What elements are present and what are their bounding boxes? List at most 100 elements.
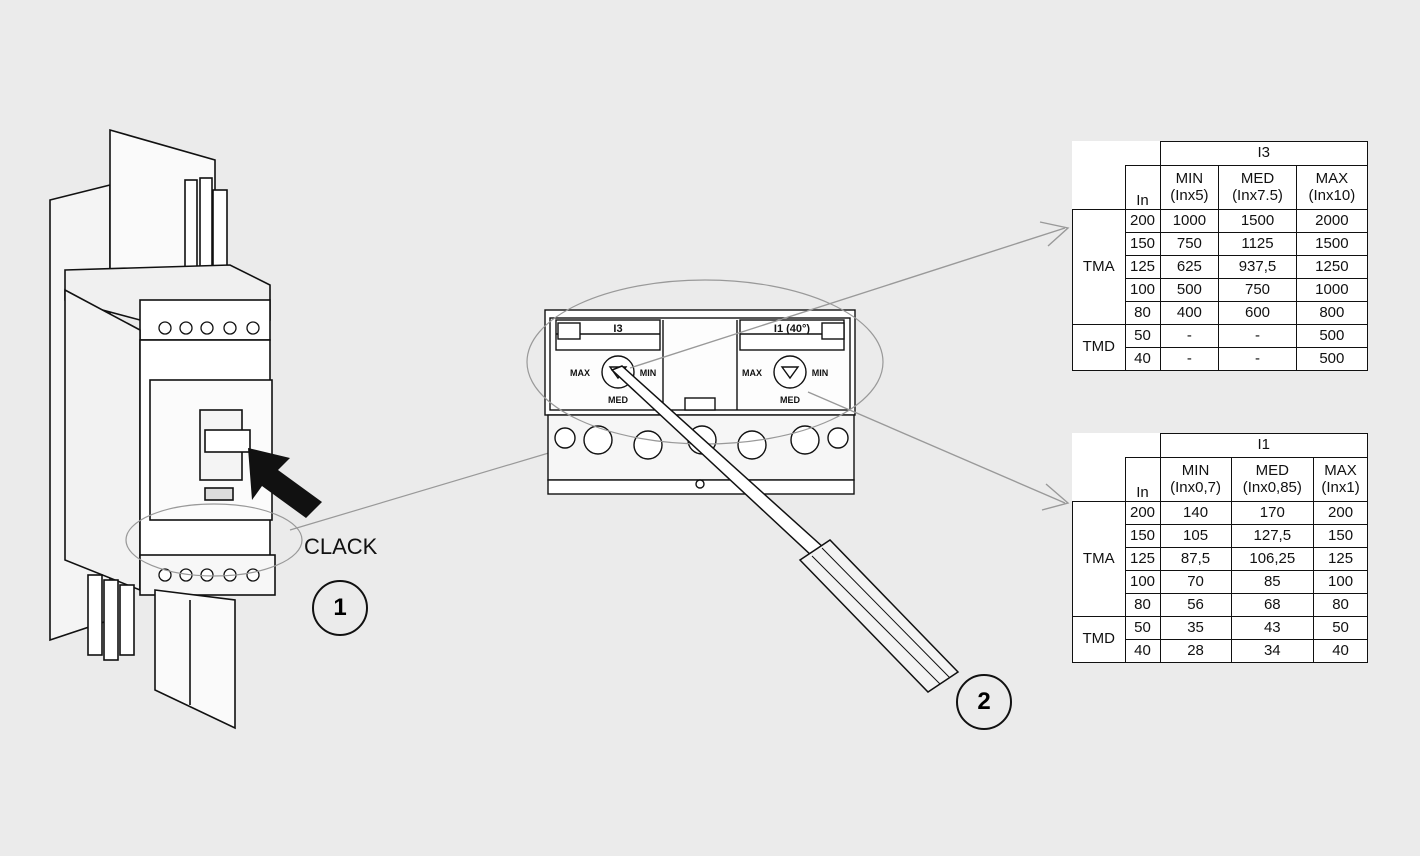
table-cell: [1073, 142, 1126, 166]
table-cell: 600: [1218, 301, 1297, 325]
table-cell: 50: [1124, 324, 1161, 348]
i1-col-med: MED(Inx0,85): [1230, 457, 1315, 502]
table-cell: 40: [1124, 639, 1161, 663]
table-cell: 50: [1124, 616, 1161, 640]
table-cell: [1073, 434, 1126, 458]
table-cell: 87,5: [1159, 547, 1232, 571]
i1-col-in: In: [1124, 457, 1161, 502]
table-cell: 100: [1124, 278, 1161, 302]
table-cell: 150: [1124, 232, 1161, 256]
table-cell: 40: [1124, 347, 1161, 371]
table-cell: 56: [1159, 593, 1232, 617]
table-cell: -: [1218, 324, 1297, 348]
i3-group-tmd: TMD: [1072, 324, 1126, 371]
dial-i3-title: I3: [613, 323, 622, 335]
i3-group-tma: TMA: [1072, 209, 1126, 325]
table-i1: I1 In MIN(Inx0,7) MED(Inx0,85) MAX(Inx1)…: [1072, 433, 1368, 663]
table-cell: 125: [1124, 255, 1161, 279]
table-cell: 40: [1313, 639, 1368, 663]
table-cell: 800: [1295, 301, 1369, 325]
table-row: 40--500: [1073, 347, 1369, 371]
i1-col-max: MAX(Inx1): [1313, 457, 1368, 502]
table-cell: 200: [1124, 501, 1161, 525]
table-cell: 80: [1124, 301, 1161, 325]
zoom-line-i1: [807, 391, 1066, 504]
i3-col-in: In: [1124, 165, 1161, 210]
table-cell: -: [1159, 347, 1220, 371]
table-cell: 625: [1159, 255, 1220, 279]
push-arrow-icon: [248, 448, 322, 518]
table-cell: 125: [1313, 547, 1368, 571]
zoom-arrow-i1-icon: [1041, 483, 1070, 511]
table-cell: 937,5: [1218, 255, 1297, 279]
table-cell: 100: [1124, 570, 1161, 594]
table-cell: 400: [1159, 301, 1220, 325]
step-1-badge: 1: [312, 580, 368, 636]
table-cell: 35: [1159, 616, 1232, 640]
table-cell: 750: [1218, 278, 1297, 302]
table-cell: 150: [1124, 524, 1161, 548]
table-cell: 85: [1230, 570, 1315, 594]
dial-i3-min: MIN: [640, 368, 657, 378]
table-cell: 1500: [1295, 232, 1369, 256]
table-cell: 2000: [1295, 209, 1369, 233]
i1-col-min: MIN(Inx0,7): [1159, 457, 1232, 502]
table-cell: 140: [1159, 501, 1232, 525]
table-cell: 34: [1230, 639, 1315, 663]
trip-unit-highlight: [125, 503, 303, 577]
table-cell: 100: [1313, 570, 1368, 594]
table-cell: 1250: [1295, 255, 1369, 279]
table-cell: -: [1218, 347, 1297, 371]
table-cell: 1000: [1295, 278, 1369, 302]
table-cell: 170: [1230, 501, 1315, 525]
i3-col-max: MAX(Inx10): [1295, 165, 1369, 210]
table-cell: 28: [1159, 639, 1232, 663]
table-cell: [1125, 434, 1160, 458]
table-cell: [1073, 458, 1126, 502]
table-cell: 500: [1159, 278, 1220, 302]
dial-i3-med: MED: [608, 395, 629, 405]
table-i3: I3 In MIN(Inx5) MED(Inx7.5) MAX(Inx10) T…: [1072, 141, 1369, 371]
screwdriver-icon: [610, 365, 960, 693]
table-cell: 50: [1313, 616, 1368, 640]
zoom-line-i3: [629, 227, 1066, 369]
table-cell: 105: [1159, 524, 1232, 548]
dial-i1-max: MAX: [742, 368, 762, 378]
table-cell: 68: [1230, 593, 1315, 617]
table-cell: 43: [1230, 616, 1315, 640]
dial-i1-min: MIN: [812, 368, 829, 378]
table-cell: [1073, 166, 1126, 210]
clack-label: CLACK: [304, 534, 378, 559]
table-cell: 1125: [1218, 232, 1297, 256]
table-cell: 750: [1159, 232, 1220, 256]
table-cell: 80: [1313, 593, 1368, 617]
i3-col-med: MED(Inx7.5): [1218, 165, 1297, 210]
table-cell: 125: [1124, 547, 1161, 571]
dial-i3-max: MAX: [570, 368, 590, 378]
table-cell: 80: [1124, 593, 1161, 617]
i3-col-min: MIN(Inx5): [1159, 165, 1220, 210]
table-cell: 1000: [1159, 209, 1220, 233]
table-cell: [1125, 142, 1160, 166]
zoom-arrow-i3-icon: [1039, 221, 1070, 247]
circuit-breaker-illustration: [49, 128, 276, 730]
table-cell: 200: [1124, 209, 1161, 233]
step-2-badge: 2: [956, 674, 1012, 730]
i1-group-tma: TMA: [1072, 501, 1126, 617]
zoom-line: [289, 451, 553, 531]
table-cell: 70: [1159, 570, 1232, 594]
table-cell: 200: [1313, 501, 1368, 525]
dial-i1-med: MED: [780, 395, 801, 405]
table-cell: 106,25: [1230, 547, 1315, 571]
